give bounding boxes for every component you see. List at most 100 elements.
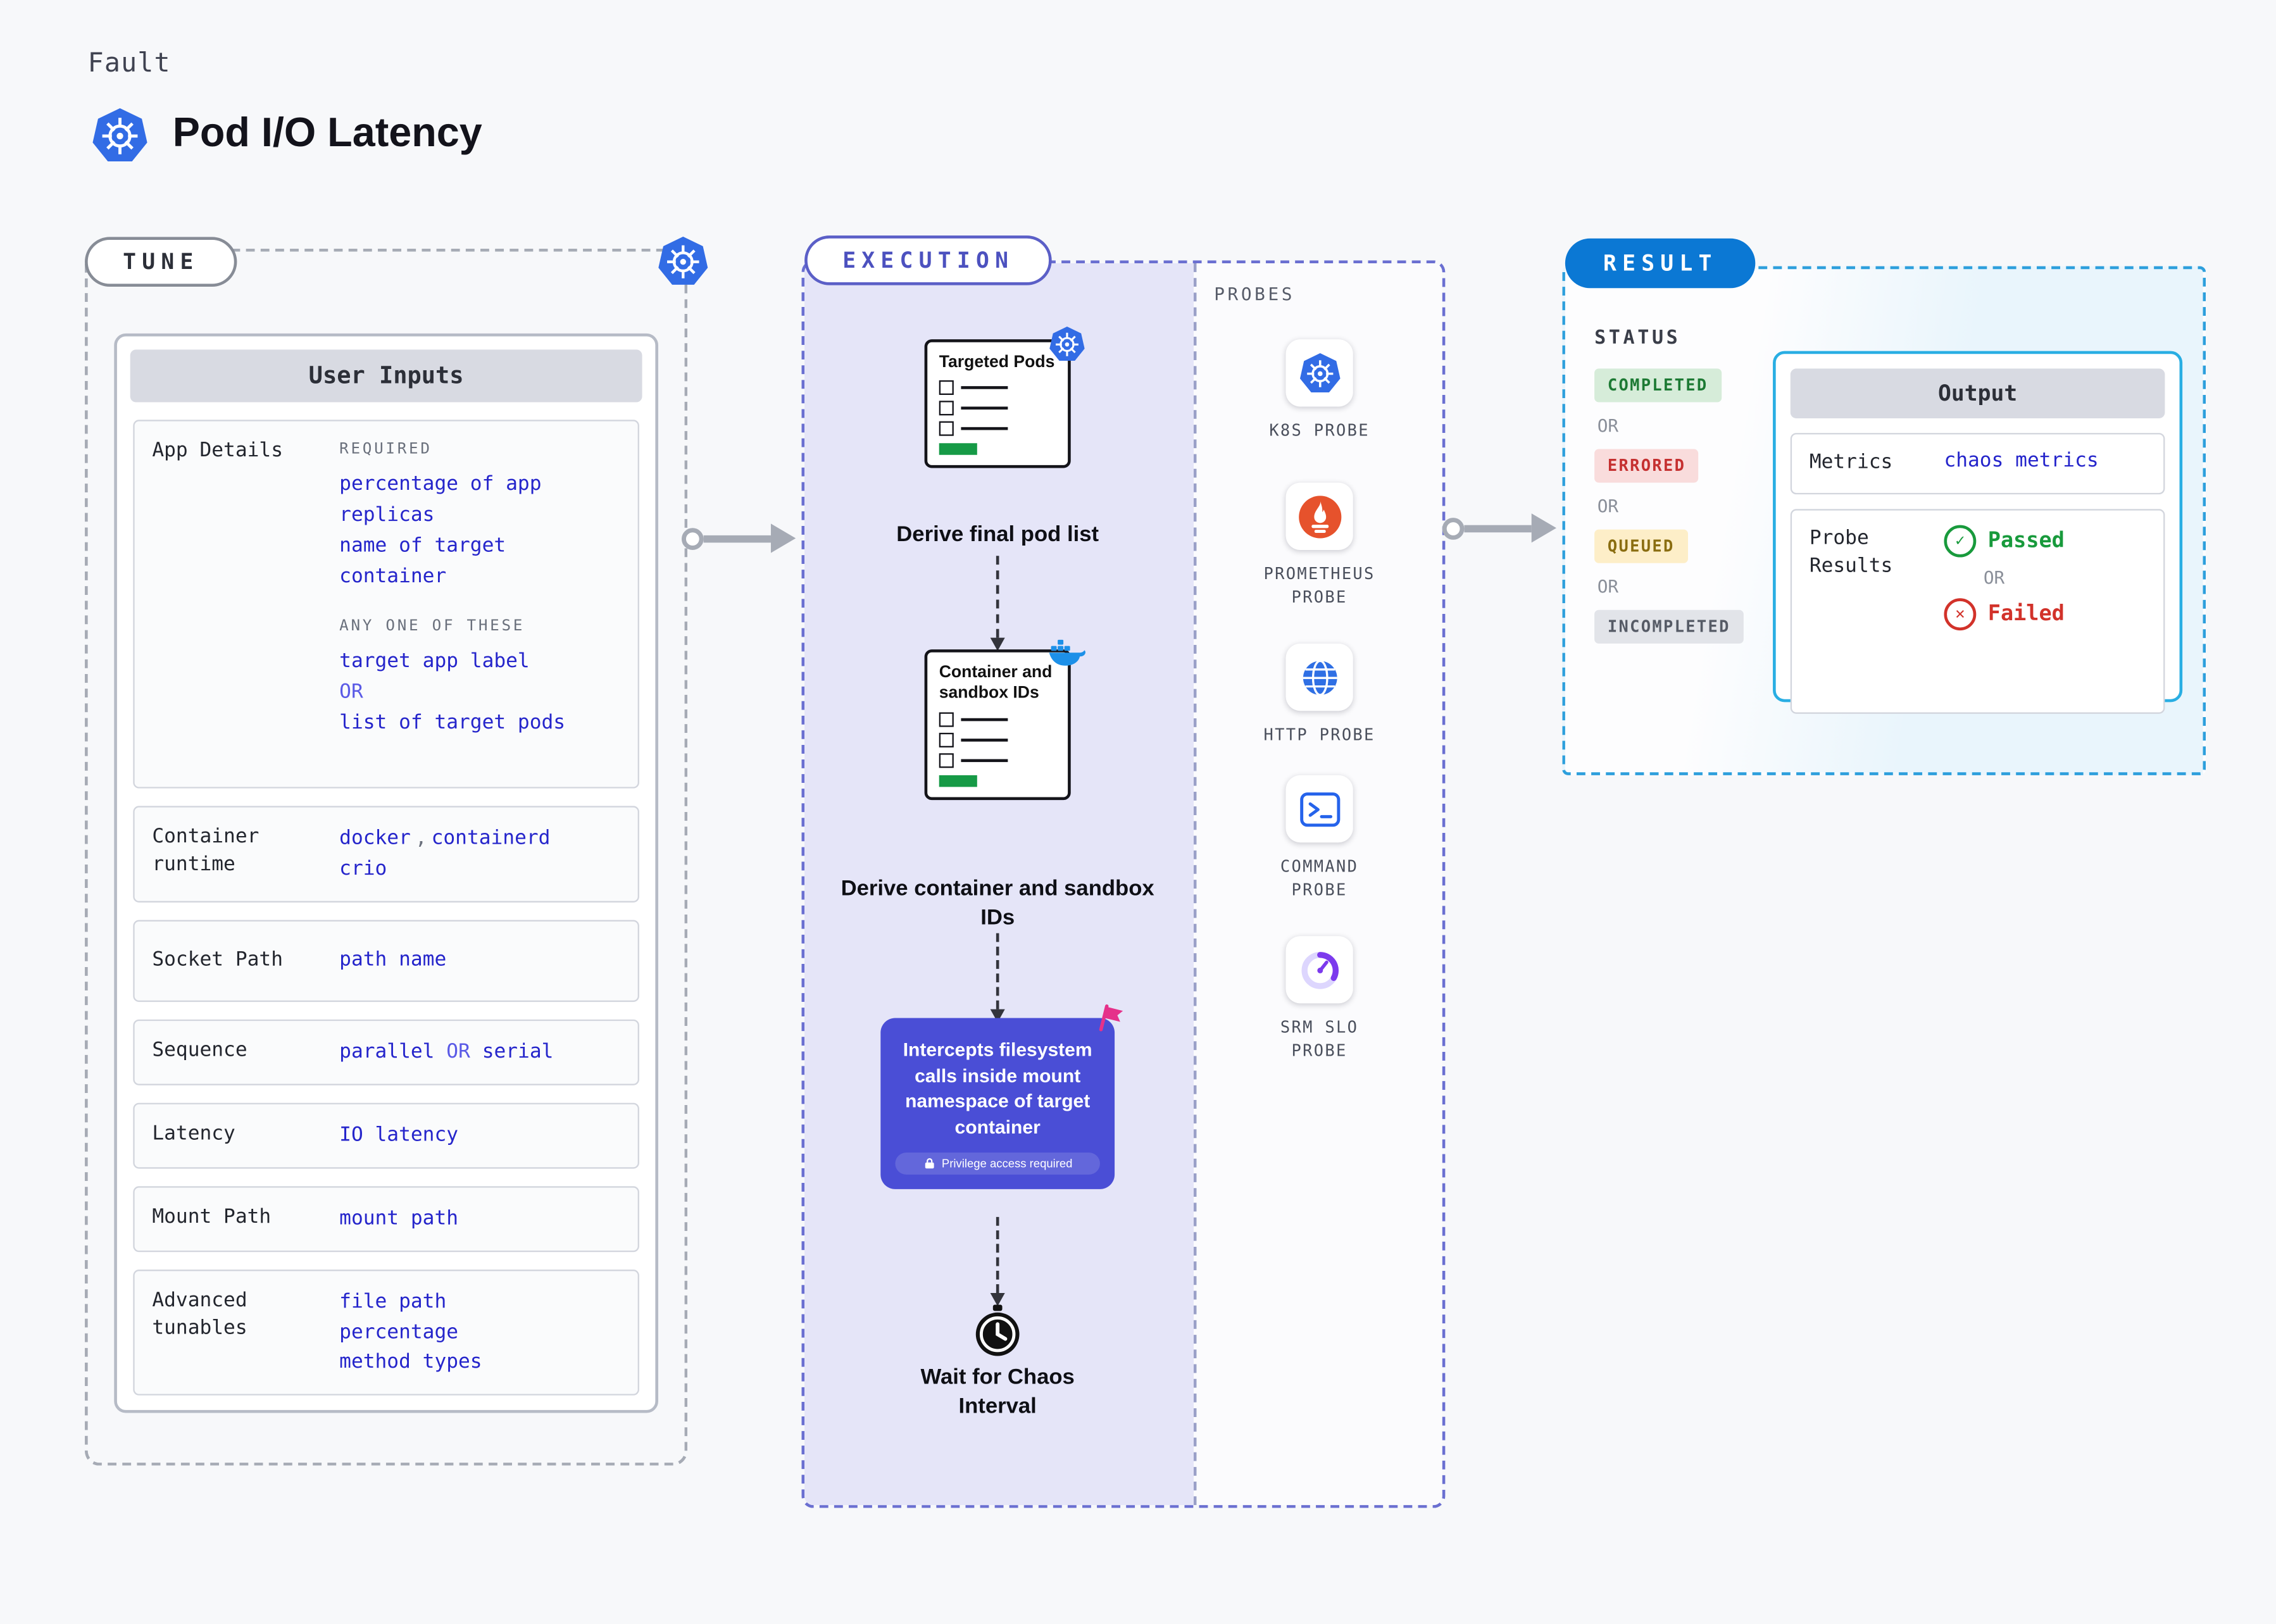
arrow-head <box>1531 513 1557 543</box>
row-label: Socket Path <box>152 948 283 972</box>
or-token: OR <box>339 680 363 704</box>
flow-arrow-down <box>990 556 1005 651</box>
doc-title: Container and sandbox IDs <box>939 664 1053 703</box>
kubernetes-icon <box>89 105 151 166</box>
x-circle-icon: ✕ <box>1944 597 1977 630</box>
user-inputs-title: User Inputs <box>130 349 642 403</box>
arrow-start-dot <box>1442 516 1465 539</box>
row-values: path name <box>339 948 447 972</box>
clock-icon <box>973 1304 1023 1356</box>
tune-label: TUNE <box>85 237 237 287</box>
row-label: App Details <box>152 439 283 463</box>
row-values: REQUIRED percentage of app replicas name… <box>339 437 620 771</box>
value-item: docker,containerd <box>339 826 551 850</box>
checklist-item <box>939 711 1056 727</box>
probe-http: HTTP PROBE <box>1196 643 1442 747</box>
row-values: mount path <box>339 1206 459 1230</box>
anyone-group: ANY ONE OF THESE target app label OR lis… <box>339 615 620 739</box>
row-values: IO latency <box>339 1123 459 1147</box>
value-item: name of target container <box>339 534 506 589</box>
prometheus-icon <box>1285 482 1353 550</box>
arrow-shaft <box>703 534 771 542</box>
status-heading: STATUS <box>1594 327 1681 350</box>
row-latency: Latency IO latency <box>133 1102 639 1168</box>
output-card: Output Metrics chaos metrics Probe Resul… <box>1773 351 2183 713</box>
flow-arrow-down <box>990 1216 1005 1306</box>
probe-results-row: Probe Results ✓ Passed OR ✕ Failed <box>1790 508 2165 713</box>
failed-label: Failed <box>1987 602 2065 626</box>
status-badge-incompleted: INCOMPLETED <box>1594 609 1744 644</box>
checklist-item <box>939 401 1056 416</box>
required-heading: REQUIRED <box>339 440 432 458</box>
status-badge-queued: QUEUED <box>1594 529 1688 563</box>
step-caption: Derive final pod list <box>896 522 1099 547</box>
or-token: OR <box>1597 576 1619 597</box>
targeted-pods-doc: Targeted Pods <box>924 326 1085 469</box>
value-item: list of target pods <box>339 711 566 735</box>
arrow-head <box>770 523 796 553</box>
row-label: Latency <box>152 1121 235 1146</box>
row-values: parallel OR serial <box>339 1039 554 1063</box>
step-caption: Derive container and sandbox IDs <box>841 876 1154 930</box>
row-label: Container runtime <box>152 825 259 877</box>
row-sequence: Sequence parallel OR serial <box>133 1019 639 1085</box>
arrow-shaft <box>1464 524 1532 532</box>
status-badge-completed: COMPLETED <box>1594 368 1722 403</box>
probe-prometheus: PROMETHEUS PROBE <box>1196 482 1442 610</box>
row-values: file path percentage method types <box>339 1287 620 1378</box>
output-title: Output <box>1790 368 2165 418</box>
intercept-text: Intercepts filesystem calls inside mount… <box>903 1038 1092 1138</box>
row-label: Sequence <box>152 1038 247 1062</box>
or-token: OR <box>1597 496 1619 516</box>
execution-label: EXECUTION <box>804 235 1053 285</box>
step-caption: Wait for Chaos Interval <box>920 1365 1075 1418</box>
fault-eyebrow: Fault <box>87 48 171 79</box>
required-group: REQUIRED percentage of app replicas name… <box>339 437 620 592</box>
checklist-item <box>939 732 1056 747</box>
metrics-label: Metrics <box>1809 450 1893 474</box>
status-badge-errored: ERRORED <box>1594 449 1699 483</box>
flag-icon <box>1094 1000 1133 1039</box>
probe-srm-slo: SRM SLO PROBE <box>1196 936 1442 1063</box>
result-section: STATUS COMPLETED OR ERRORED OR QUEUED OR… <box>1562 266 2206 775</box>
docker-icon <box>1047 635 1087 674</box>
progress-bar <box>939 444 977 456</box>
probes-panel: PROBES K8S PROBE PROMETHEUS PROBE HTTP P… <box>1193 263 1442 1506</box>
anyone-heading: ANY ONE OF THESE <box>339 617 525 635</box>
check-circle-icon: ✓ <box>1944 524 1977 557</box>
probe-label: PROMETHEUS PROBE <box>1263 565 1375 607</box>
checklist-item <box>939 422 1056 437</box>
metrics-value: chaos metrics <box>1944 449 2099 473</box>
execution-to-result-arrow <box>1442 513 1557 543</box>
user-inputs-card: User Inputs App Details REQUIRED percent… <box>114 333 658 1413</box>
probe-command: COMMAND PROBE <box>1196 775 1442 903</box>
tune-to-execution-arrow <box>681 523 796 553</box>
probe-label: SRM SLO PROBE <box>1280 1018 1359 1061</box>
terminal-icon <box>1285 775 1353 843</box>
separator: , <box>415 826 427 850</box>
container-ids-doc: Container and sandbox IDs <box>924 639 1085 800</box>
passed-label: Passed <box>1987 528 2065 553</box>
result-label: RESULT <box>1565 238 1756 289</box>
probes-heading: PROBES <box>1214 284 1296 304</box>
globe-icon <box>1285 643 1353 711</box>
kubernetes-icon <box>1285 339 1353 407</box>
gauge-icon <box>1285 936 1353 1004</box>
or-token: OR <box>446 1039 470 1063</box>
row-label: Advanced tunables <box>152 1288 247 1339</box>
value-item: percentage of app replicas <box>339 473 542 527</box>
privilege-note-text: Privilege access required <box>941 1157 1073 1171</box>
status-list: COMPLETED OR ERRORED OR QUEUED OR INCOMP… <box>1594 368 1744 644</box>
value-item: crio <box>339 857 387 881</box>
page-title: Pod I/O Latency <box>172 109 482 155</box>
row-socket-path: Socket Path path name <box>133 920 639 1002</box>
checklist-item <box>939 753 1056 768</box>
probe-results-values: ✓ Passed OR ✕ Failed <box>1944 524 2065 697</box>
probe-label: HTTP PROBE <box>1263 725 1375 745</box>
intercept-step-box: Intercepts filesystem calls inside mount… <box>880 1004 1123 1190</box>
row-values: docker,containerd crio <box>339 823 620 885</box>
failed-result: ✕ Failed <box>1944 597 2065 630</box>
or-token: OR <box>1597 415 1619 436</box>
row-app-details: App Details REQUIRED percentage of app r… <box>133 420 639 789</box>
